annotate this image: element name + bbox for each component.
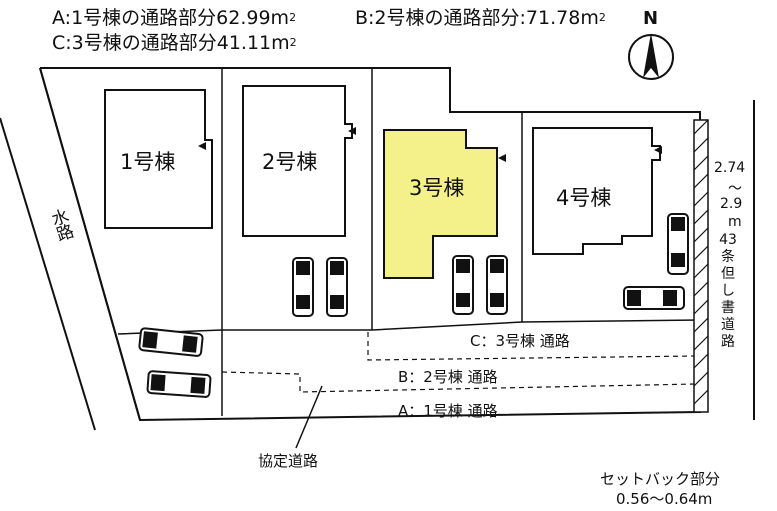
setback-title: セットバック部分 (600, 470, 721, 488)
entrance-marker-2 (348, 127, 356, 135)
entrance-marker-1 (198, 142, 206, 150)
car-lot1-lower (146, 370, 212, 398)
building-3-outline (383, 129, 498, 279)
building-4-outline (532, 127, 661, 255)
agreement-road-leader (295, 385, 323, 449)
road-b-label: B：2号棟 通路 (398, 368, 498, 386)
road-description: 43条但し書道路 (719, 232, 737, 350)
road-width-2: 〜 (728, 181, 742, 197)
legend-line-a: A:1号棟の通路部分62.99m2 (52, 7, 297, 29)
entrance-marker-4 (654, 146, 662, 154)
entrance-marker-3 (498, 154, 506, 162)
waterway-line-inner (39, 67, 141, 421)
road-c-label: C：3号棟 通路 (470, 332, 570, 350)
agreement-road-label: 協定道路 (258, 452, 319, 470)
legend-line-c: C:3号棟の通路部分41.11m2 (52, 32, 297, 54)
lot-bottom-edge (117, 319, 701, 335)
setback-range: 0.56〜0.64m (616, 490, 713, 508)
car-lot4-vertical (667, 213, 689, 275)
car-lot2-right (326, 257, 348, 317)
car-lot4-horizontal (623, 286, 685, 310)
road-width-3: 2.9 (720, 196, 743, 212)
road-width-4: m (728, 214, 742, 230)
car-lot1-upper (138, 327, 204, 357)
road-a-label: A：1号棟 通路 (398, 402, 498, 420)
building-4-label: 4号棟 (556, 186, 612, 210)
waterway-line-outer (0, 117, 96, 431)
compass-letter: N (643, 8, 659, 29)
car-lot2-left (292, 257, 314, 317)
car-lot3-left (452, 255, 474, 315)
road-b-outline (221, 371, 697, 393)
road-width-1: 2.74 (714, 160, 746, 176)
compass-icon (628, 33, 674, 80)
building-1-outline (104, 89, 213, 229)
car-lot3-right (486, 255, 508, 315)
building-3-label: 3号棟 (409, 176, 465, 200)
building-1-label: 1号棟 (120, 150, 176, 174)
legend-line-b: B:2号棟の通路部分:71.78m2 (355, 7, 606, 29)
building-2-label: 2号棟 (262, 150, 318, 174)
building-2-outline (242, 85, 353, 237)
road-c-outline (367, 332, 697, 361)
